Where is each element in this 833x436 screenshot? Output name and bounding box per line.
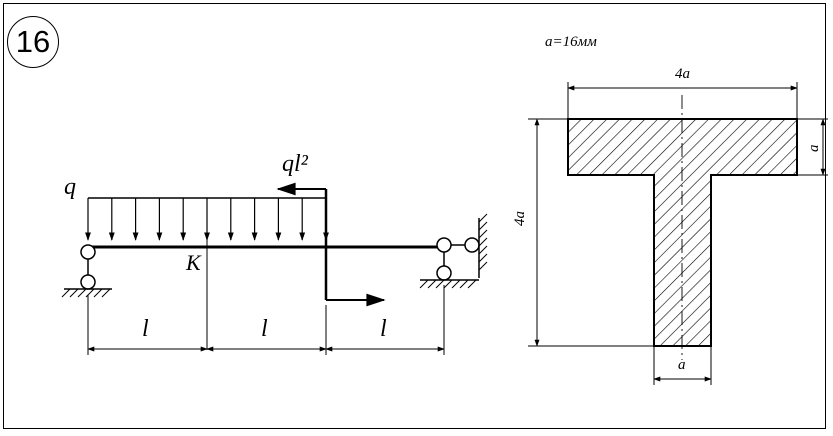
wall-hatch bbox=[478, 213, 488, 223]
wall-hatch bbox=[478, 245, 488, 255]
ground-hatch bbox=[69, 288, 79, 298]
flange-width-label: 4a bbox=[675, 66, 690, 82]
ground-hatch bbox=[459, 279, 469, 289]
span-label-2: l bbox=[261, 316, 268, 342]
sheet-border bbox=[3, 3, 826, 429]
parameter-label: a=16мм bbox=[545, 34, 597, 50]
ground-hatch bbox=[419, 279, 429, 289]
wall-hatch bbox=[478, 229, 488, 239]
right-support bbox=[419, 213, 488, 289]
wall-hatch bbox=[478, 253, 488, 263]
wall-hatch bbox=[478, 237, 488, 247]
span-label-3: l bbox=[380, 316, 387, 342]
height-label: 4a bbox=[512, 211, 528, 226]
ground-hatch bbox=[93, 288, 103, 298]
wall-hatch bbox=[478, 261, 488, 271]
ground-hatch bbox=[85, 288, 95, 298]
section-dimensions bbox=[528, 82, 828, 385]
ground-hatch bbox=[101, 288, 111, 298]
moment-couple bbox=[276, 182, 386, 307]
moment-label: ql² bbox=[282, 151, 308, 177]
ground-hatch bbox=[61, 288, 71, 298]
ground-hatch bbox=[451, 279, 461, 289]
wall-hatch bbox=[478, 221, 488, 231]
ground-hatch bbox=[443, 279, 453, 289]
web-width-label: a bbox=[678, 357, 686, 373]
ground-hatch bbox=[435, 279, 445, 289]
flange-thickness-label: a bbox=[806, 144, 822, 153]
span-dimensions bbox=[87, 285, 445, 355]
t-section bbox=[567, 118, 798, 347]
ground-hatch bbox=[467, 279, 477, 289]
left-pin-support bbox=[61, 244, 112, 298]
ground-hatch bbox=[427, 279, 437, 289]
section-k-label: K bbox=[186, 250, 201, 275]
load-label: q bbox=[64, 174, 76, 200]
span-label-1: l bbox=[142, 316, 149, 342]
ground-hatch bbox=[77, 288, 87, 298]
problem-number-badge: 16 bbox=[7, 16, 59, 68]
